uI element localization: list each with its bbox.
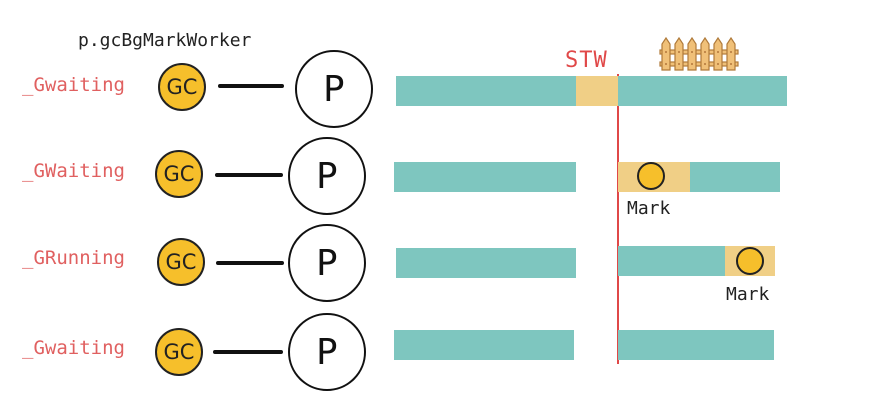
row-1-bar-pre [396,76,576,106]
row-2-state: _GWaiting [22,160,125,182]
row-1-bar-post [618,76,787,106]
worker-title: p.gcBgMarkWorker [78,30,252,51]
row-3-p-circle: P [288,224,366,302]
row-1-p-circle: P [295,50,373,128]
row-3-mark-label: Mark [726,284,770,305]
row-2-bar-post [690,162,780,192]
row-3-state: _GRunning [22,247,125,269]
row-1-state: _Gwaiting [22,74,125,96]
row-1-gc-circle: GC [158,63,206,111]
row-4-state: _Gwaiting [22,337,125,359]
row-1-link [218,84,284,88]
row-1-stw-pause [576,76,618,106]
row-3-link [216,261,284,265]
row-2-p-circle: P [288,137,366,215]
stw-label: STW [565,48,608,73]
row-4-bar-post [618,330,774,360]
row-2-mark-label: Mark [627,198,671,219]
row-4-gc-circle: GC [155,328,203,376]
row-4-p-circle: P [288,313,366,391]
row-3-bar-post [618,246,725,276]
row-4-bar-pre [394,330,574,360]
row-2-bar-pre [394,162,576,192]
row-2-link [215,173,283,177]
row-4-link [213,350,283,354]
row-3-bar-pre [396,248,576,278]
row-2-mark-worker-dot [637,162,665,190]
fence-icon [659,36,739,71]
stw-line [617,74,619,364]
row-2-gc-circle: GC [155,150,203,198]
row-3-mark-worker-dot [736,247,764,275]
row-3-gc-circle: GC [157,238,205,286]
